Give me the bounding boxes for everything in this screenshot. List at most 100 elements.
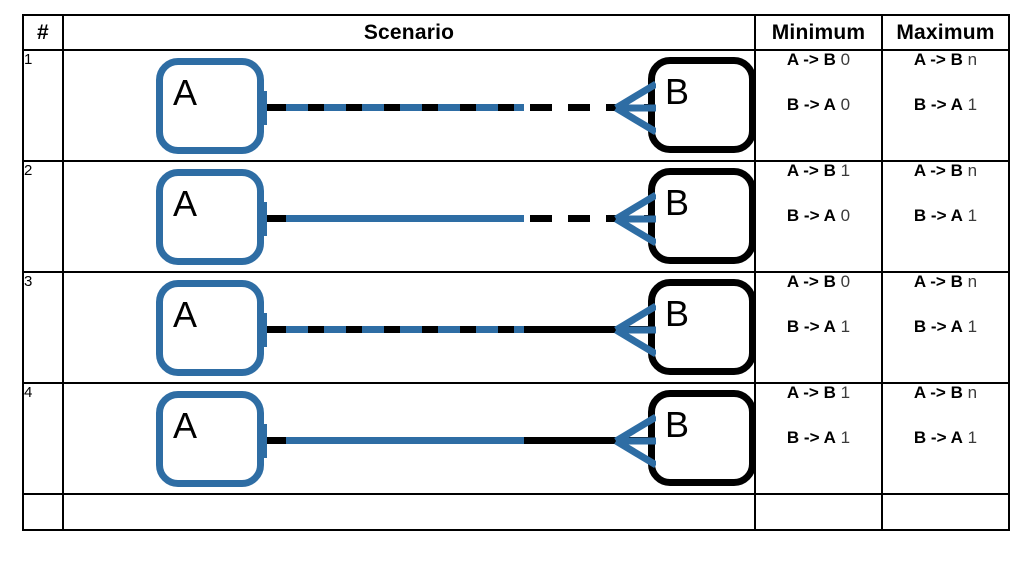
- relation-value-ab: 0: [840, 272, 851, 291]
- relation-label-ba: B -> A: [786, 427, 836, 447]
- relation-value-ba: 1: [967, 316, 978, 336]
- relation-value-ba: 1: [967, 94, 978, 114]
- maximum-cell-empty: [881, 493, 1010, 531]
- relationship-diagram: A B: [64, 162, 756, 271]
- connector-segment-source-side: [286, 215, 524, 222]
- row-number-cell: 4: [22, 382, 64, 495]
- maximum-ba: B -> A 1: [883, 316, 1008, 337]
- header-row: # Scenario Minimum Maximum: [22, 14, 1010, 51]
- connector-segment-source-side: [286, 326, 524, 333]
- relation-label-ab: A -> B: [786, 50, 836, 69]
- relation-value-ba: 1: [967, 205, 978, 225]
- maximum-ab: A -> B n: [883, 272, 1008, 292]
- minimum-ba: B -> A 0: [756, 205, 881, 226]
- relation-value-ba: 0: [840, 205, 851, 225]
- relation-label-ab: A -> B: [913, 161, 963, 180]
- crows-foot-arrow-icon: [610, 412, 656, 470]
- relation-label-ba: B -> A: [913, 316, 963, 336]
- node-b: B: [648, 390, 756, 486]
- table-row: 1 A B: [22, 49, 1010, 162]
- relation-label-ab: A -> B: [913, 272, 963, 291]
- scenario-cell-empty: [62, 493, 756, 531]
- relation-value-ab: n: [967, 161, 978, 180]
- node-a: A: [156, 169, 264, 265]
- minimum-ab: A -> B 1: [756, 383, 881, 403]
- maximum-cell: A -> B n B -> A 1: [881, 271, 1010, 384]
- relationship-diagram: A B: [64, 384, 756, 493]
- minimum-ab: A -> B 0: [756, 50, 881, 70]
- relation-value-ab: 1: [840, 161, 851, 180]
- column-header-number: #: [22, 14, 64, 51]
- relation-label-ba: B -> A: [913, 427, 963, 447]
- column-header-maximum: Maximum: [881, 14, 1010, 51]
- table-header: # Scenario Minimum Maximum: [22, 14, 1010, 51]
- scenario-cell: A B: [62, 49, 756, 162]
- row-number-cell-empty: [22, 493, 64, 531]
- relation-value-ba: 1: [840, 427, 851, 447]
- maximum-ba: B -> A 1: [883, 427, 1008, 448]
- minimum-ba: B -> A 0: [756, 94, 881, 115]
- crows-foot-arrow-icon: [610, 190, 656, 248]
- connector-line: [264, 326, 656, 333]
- node-b: B: [648, 57, 756, 153]
- row-number-cell: 2: [22, 160, 64, 273]
- table-row: 2 A B: [22, 160, 1010, 273]
- relation-label-ab: A -> B: [786, 383, 836, 402]
- relation-value-ab: n: [967, 50, 978, 69]
- minimum-cell: A -> B 0 B -> A 0: [754, 49, 883, 162]
- relationship-diagram: A B: [64, 273, 756, 382]
- scenario-table: # Scenario Minimum Maximum 1: [22, 14, 1010, 531]
- relation-value-ba: 1: [967, 427, 978, 447]
- node-a: A: [156, 391, 264, 487]
- relation-label-ba: B -> A: [913, 205, 963, 225]
- node-a: A: [156, 280, 264, 376]
- table-row: 4 A B: [22, 382, 1010, 495]
- minimum-cell-empty: [754, 493, 883, 531]
- relation-value-ab: n: [967, 383, 978, 402]
- crows-foot-arrow-icon: [610, 301, 656, 359]
- relation-label-ab: A -> B: [913, 383, 963, 402]
- relationship-diagram: A B: [64, 51, 756, 160]
- scenario-cell: A B: [62, 382, 756, 495]
- node-a: A: [156, 58, 264, 154]
- connector-segment-source-side: [286, 437, 524, 444]
- relation-value-ba: 1: [840, 316, 851, 336]
- minimum-cell: A -> B 1 B -> A 0: [754, 160, 883, 273]
- node-b: B: [648, 168, 756, 264]
- node-b: B: [648, 279, 756, 375]
- column-header-minimum: Minimum: [754, 14, 883, 51]
- maximum-cell: A -> B n B -> A 1: [881, 160, 1010, 273]
- crows-foot-arrow-icon: [610, 79, 656, 137]
- maximum-cell: A -> B n B -> A 1: [881, 49, 1010, 162]
- relation-value-ab: 0: [840, 50, 851, 69]
- connector-line: [264, 215, 656, 222]
- table-row: 3 A B: [22, 271, 1010, 384]
- relation-label-ab: A -> B: [786, 272, 836, 291]
- minimum-ab: A -> B 0: [756, 272, 881, 292]
- relation-value-ab: 1: [840, 383, 851, 402]
- relation-label-ba: B -> A: [786, 316, 836, 336]
- relation-label-ab: A -> B: [786, 161, 836, 180]
- maximum-ba: B -> A 1: [883, 205, 1008, 226]
- table-row-empty: [22, 493, 1010, 531]
- maximum-cell: A -> B n B -> A 1: [881, 382, 1010, 495]
- relation-label-ba: B -> A: [913, 94, 963, 114]
- row-number-cell: 3: [22, 271, 64, 384]
- connector-line: [264, 104, 656, 111]
- minimum-ba: B -> A 1: [756, 427, 881, 448]
- connector-segment-source-side: [286, 104, 524, 111]
- minimum-cell: A -> B 1 B -> A 1: [754, 382, 883, 495]
- relation-value-ba: 0: [840, 94, 851, 114]
- minimum-cell: A -> B 0 B -> A 1: [754, 271, 883, 384]
- relation-value-ab: n: [967, 272, 978, 291]
- row-number-cell: 1: [22, 49, 64, 162]
- table-body: 1 A B: [22, 49, 1010, 531]
- maximum-ab: A -> B n: [883, 383, 1008, 403]
- relation-label-ba: B -> A: [786, 205, 836, 225]
- minimum-ba: B -> A 1: [756, 316, 881, 337]
- scenario-cell: A B: [62, 271, 756, 384]
- column-header-scenario: Scenario: [62, 14, 756, 51]
- connector-line: [264, 437, 656, 444]
- relation-label-ab: A -> B: [913, 50, 963, 69]
